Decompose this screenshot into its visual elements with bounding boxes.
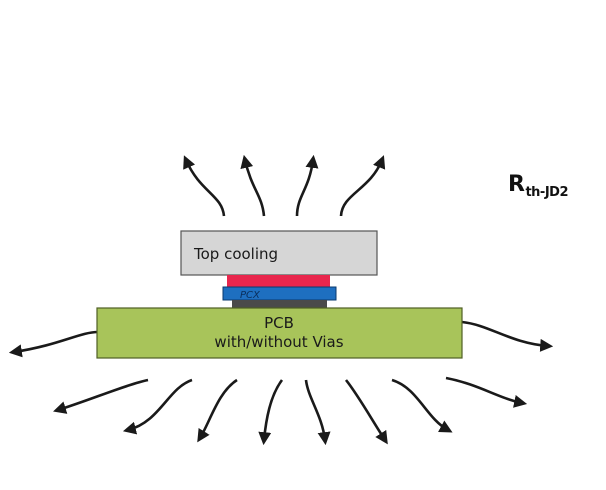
arrow-down-8 [445,376,528,408]
arrow-down-5 [304,379,331,446]
pcb-block [96,307,463,359]
arrow-up-2 [240,154,266,217]
top-cooling-block [180,230,378,276]
arrow-up-1 [183,155,226,217]
thermal-resistance-label: Rth-JD2 [508,172,568,200]
arrow-right-side [461,320,554,352]
arrow-down-2 [122,378,193,435]
arrow-left-side [8,330,99,358]
arrow-down-3 [197,378,238,443]
arrow-up-4 [339,155,386,217]
pcx-label: PCX [240,290,261,301]
arrow-down-1 [53,378,149,414]
arrow-down-7 [391,378,453,433]
heat-arrows-down [8,320,554,446]
thermal-resistance-main: R [508,172,525,197]
pcb-label-line2: with/without Vias [214,333,343,351]
die-layer [227,275,330,287]
thermal-resistance-subscript: th-JD2 [525,185,568,200]
arrow-down-4 [258,379,284,446]
pcb-label-line1: PCB [264,314,294,332]
arrow-up-3 [295,154,319,217]
arrow-down-6 [344,379,388,445]
package-base [232,300,327,308]
top-cooling-label: Top cooling [193,245,278,263]
heat-arrows-up [183,154,386,217]
